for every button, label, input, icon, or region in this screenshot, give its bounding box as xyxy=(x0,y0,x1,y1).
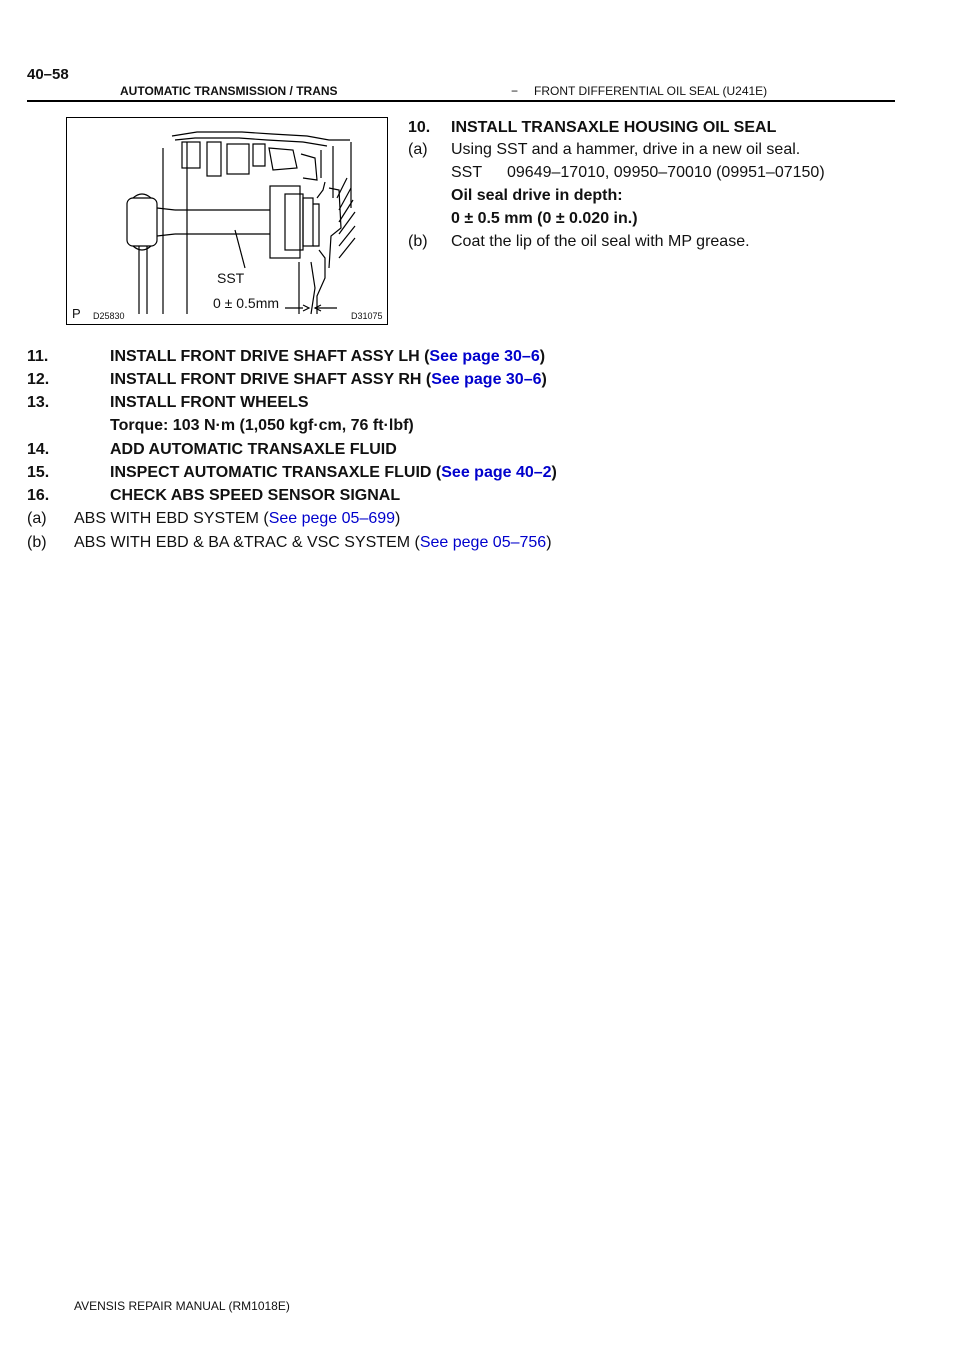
page-header: AUTOMATIC TRANSMISSION / TRANS − FRONT D… xyxy=(27,84,895,102)
step-16b: ABS WITH EBD & BA &TRAC & VSC SYSTEM (Se… xyxy=(74,534,552,551)
sst-label: SST xyxy=(217,270,245,286)
step-10b-label: (b) xyxy=(408,233,428,250)
step-12-number: 12. xyxy=(27,371,50,388)
step-15: INSPECT AUTOMATIC TRANSAXLE FLUID (See p… xyxy=(110,464,557,481)
sst-part-numbers: 09649–17010, 09950–70010 (09951–07150) xyxy=(507,164,825,181)
step-14-title: ADD AUTOMATIC TRANSAXLE FLUID xyxy=(110,441,397,458)
manual-footer: AVENSIS REPAIR MANUAL (RM1018E) xyxy=(74,1299,290,1313)
page-number: 40–58 xyxy=(27,66,69,83)
section-title: AUTOMATIC TRANSMISSION / TRANS xyxy=(120,84,338,98)
step-12: INSTALL FRONT DRIVE SHAFT ASSY RH (See p… xyxy=(110,371,547,388)
step-13-torque: Torque: 103 N·m (1,050 kgf·cm, 76 ft·lbf… xyxy=(110,417,414,434)
step-15-number: 15. xyxy=(27,464,50,481)
figure-code-left: D25830 xyxy=(93,311,125,321)
step-10a-label: (a) xyxy=(408,141,428,158)
subsection-title: FRONT DIFFERENTIAL OIL SEAL (U241E) xyxy=(534,84,768,98)
step-12-link[interactable]: See page 30–6 xyxy=(431,371,542,388)
figure-code-right: D31075 xyxy=(351,311,383,321)
figure-prefix: P xyxy=(72,306,81,321)
step-16b-link[interactable]: See pege 05–756 xyxy=(419,534,547,551)
step-11: INSTALL FRONT DRIVE SHAFT ASSY LH (See p… xyxy=(110,348,546,365)
step-16-number: 16. xyxy=(27,487,50,504)
step-10b-text: Coat the lip of the oil seal with MP gre… xyxy=(451,233,750,250)
step-16a-link[interactable]: See pege 05–699 xyxy=(268,510,396,527)
step-11-number: 11. xyxy=(27,348,49,365)
oil-seal-installation-figure: SST 0 ± 0.5mm P D25830 D31075 xyxy=(66,117,388,325)
step-16-title: CHECK ABS SPEED SENSOR SIGNAL xyxy=(110,487,401,504)
step-15-link[interactable]: See page 40–2 xyxy=(441,464,552,481)
step-11-link[interactable]: See page 30–6 xyxy=(429,348,540,365)
step-16b-label: (b) xyxy=(27,534,47,551)
step-10-title: INSTALL TRANSAXLE HOUSING OIL SEAL xyxy=(451,119,777,136)
step-16a: ABS WITH EBD SYSTEM (See pege 05–699) xyxy=(74,510,401,527)
oil-seal-illustration xyxy=(126,131,356,315)
sst-tag: SST xyxy=(451,164,483,181)
step-10a-text: Using SST and a hammer, drive in a new o… xyxy=(451,141,801,158)
header-separator: − xyxy=(511,84,519,98)
step-13-number: 13. xyxy=(27,394,50,411)
step-13-title: INSTALL FRONT WHEELS xyxy=(110,394,309,411)
depth-label: 0 ± 0.5mm xyxy=(213,295,280,311)
spec-title: Oil seal drive in depth: xyxy=(451,187,623,204)
step-10-number: 10. xyxy=(408,119,431,136)
step-16a-label: (a) xyxy=(27,510,47,527)
step-14-number: 14. xyxy=(27,441,50,458)
spec-value: 0 ± 0.5 mm (0 ± 0.020 in.) xyxy=(451,210,638,227)
